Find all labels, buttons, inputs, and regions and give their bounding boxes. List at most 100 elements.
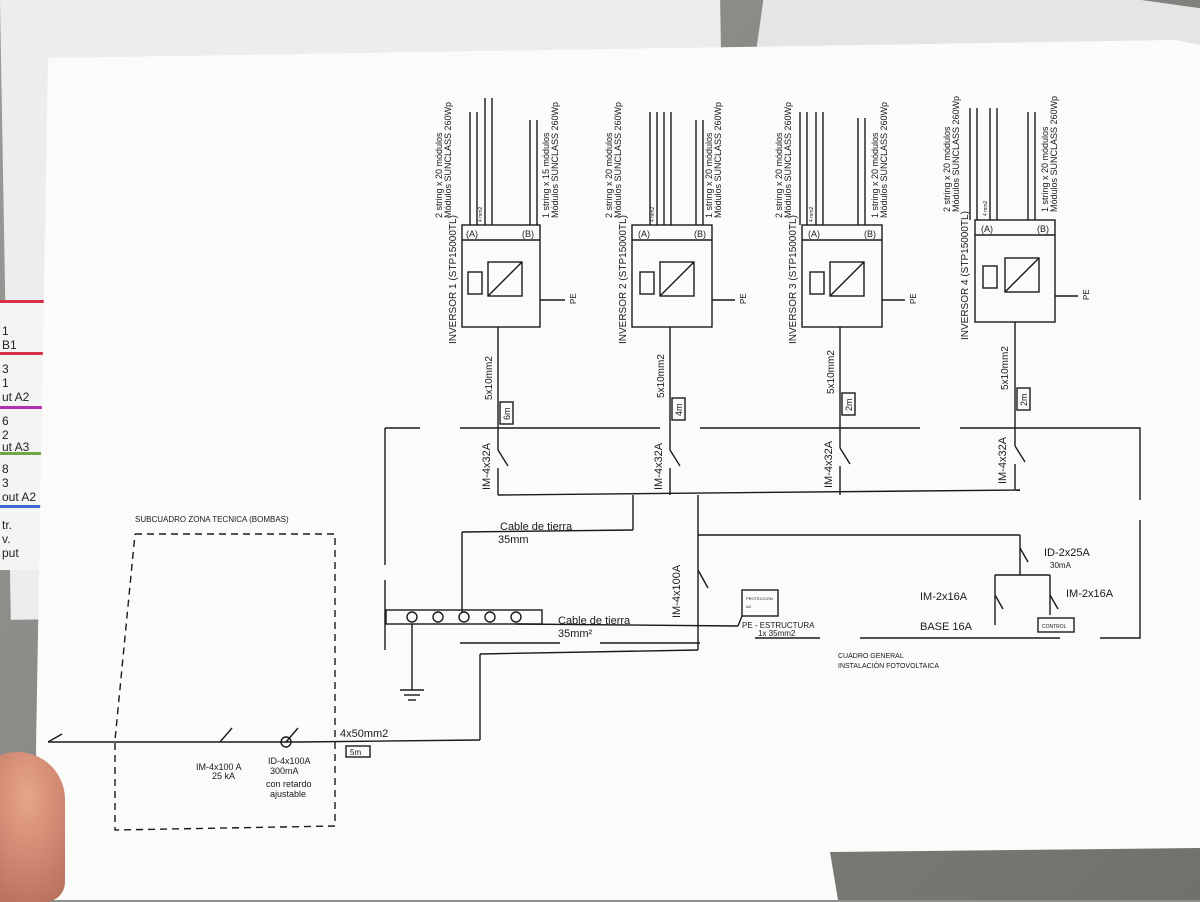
- edge-cell: ut A2: [2, 390, 30, 404]
- breaker-inverter-4: [1014, 425, 1026, 490]
- aux-breaker-right-label: IM-2x16A: [1066, 588, 1114, 600]
- inverter-1-cable: 5x10mm2: [484, 356, 495, 400]
- edge-rule-green: [0, 452, 44, 455]
- inverter-1-modules-b: Módulos SUNCLASS 260Wp: [550, 102, 560, 218]
- subcuadro-breaker-2: [285, 727, 299, 743]
- inverter-2-modules-a: Módulos SUNCLASS 260Wp: [613, 102, 623, 218]
- string-cable-label: 4 mm2: [983, 201, 989, 217]
- cable-tierra-upper: Cable de tierra: [500, 521, 573, 533]
- cable-tierra-lower-size: 35mm²: [558, 628, 593, 640]
- edge-table: 1 B1 3 1 ut A2 6 2 ut A3 8 3 out A2 tr. …: [0, 300, 44, 570]
- edge-cell: tr.: [2, 518, 13, 532]
- pe-label: PE: [909, 293, 918, 304]
- length-tag: [1016, 387, 1031, 411]
- inverter-3-strings-a: 2 string x 20 módulos: [774, 132, 784, 218]
- earth-bar: [385, 609, 543, 625]
- inverter-2-breaker: IM-4x32A: [653, 442, 665, 490]
- edge-cell: 1: [2, 376, 9, 390]
- inverter-1-modules-a: Módulos SUNCLASS 260Wp: [443, 102, 453, 218]
- string-cable-label: 4 mm2: [650, 207, 656, 223]
- protection-box-label-2: AC: [746, 604, 752, 609]
- inverter-symbol: [1004, 257, 1040, 293]
- inverter-3-length: 2m: [844, 398, 854, 411]
- inverter-2: [631, 112, 735, 425]
- inverter-3-modules-b: Módulos SUNCLASS 260Wp: [879, 102, 889, 218]
- feed-cable-label: 4x50mm2: [340, 728, 388, 740]
- inverter-3-breaker: IM-4x32A: [823, 440, 835, 488]
- inverter-4-modules-b: Módulos SUNCLASS 260Wp: [1049, 96, 1059, 212]
- control-box: [1037, 617, 1075, 633]
- edge-rule-red: [0, 352, 44, 355]
- edge-cell: 6: [2, 414, 9, 428]
- subcuadro-breaker-2-sens: 300mA: [270, 766, 299, 776]
- inverter-2-modules-b: Módulos SUNCLASS 260Wp: [713, 102, 723, 218]
- inverter-3-modules-a: Módulos SUNCLASS 260Wp: [783, 102, 793, 218]
- breaker-inverter-2: [669, 425, 681, 495]
- subcuadro-breaker-2-note-1: con retardo: [266, 779, 312, 789]
- inverter-4-label: INVERSOR 4 (STP15000TL): [960, 211, 971, 340]
- subcuadro-breaker-1: [219, 727, 233, 743]
- port-a-label: (A): [981, 224, 993, 234]
- subcuadro-title: SUBCUADRO ZONA TECNICA (BOMBAS): [135, 515, 289, 524]
- inverter-symbol: [487, 261, 523, 297]
- pe-label: PE: [739, 293, 748, 304]
- feed-length-label: 5m: [350, 748, 361, 757]
- port-b-label: (B): [522, 229, 534, 239]
- inverter-box: [631, 224, 713, 328]
- edge-cell: v.: [2, 532, 11, 546]
- pe-estructura-label: PE - ESTRUCTURA: [742, 621, 815, 630]
- inverter-symbol: [659, 261, 695, 297]
- paper-sheet: [36, 40, 1200, 900]
- cuadro-general-title: CUADRO GENERAL: [838, 653, 904, 660]
- subcuadro-breaker-1-rating: 25 kA: [212, 771, 235, 781]
- cable-tierra-upper-size: 35mm: [498, 534, 529, 546]
- inverter-1: [461, 98, 565, 425]
- port-a-label: (A): [808, 229, 820, 239]
- port-a-label: (A): [466, 229, 478, 239]
- port-b-label: (B): [694, 229, 706, 239]
- length-tag: [841, 392, 856, 416]
- inverter-box: [461, 224, 541, 328]
- inverter-4: [969, 108, 1078, 425]
- inverter-box: [801, 224, 883, 328]
- edge-cell: ut A3: [2, 440, 30, 454]
- inverter-3-strings-b: 1 string x 20 módulos: [870, 132, 880, 218]
- string-cable-label: 4 mm2: [809, 207, 815, 223]
- length-tag: [671, 397, 686, 421]
- main-breaker: [697, 569, 709, 589]
- inverter-4-cable: 5x10mm2: [1000, 346, 1011, 390]
- inverter-4-strings-b: 1 string x 20 módulos: [1040, 126, 1050, 212]
- inverter-1-label: INVERSOR 1 (STP15000TL): [448, 215, 459, 344]
- port-b-label: (B): [864, 229, 876, 239]
- inverter-1-strings-a: 2 string x 20 módulos: [434, 132, 444, 218]
- subcuadro-frame: [114, 533, 336, 831]
- edge-cell: 3: [2, 476, 9, 490]
- inverter-2-strings-a: 2 string x 20 módulos: [604, 132, 614, 218]
- edge-rule-blue: [0, 505, 44, 508]
- edge-cell: 3: [2, 362, 9, 376]
- edge-cell: put: [2, 546, 19, 560]
- inverter-3-cable: 5x10mm2: [826, 350, 837, 394]
- feed-to-subcuadro: [479, 649, 699, 655]
- pe-estructura-cable: 1x 35mm2: [758, 629, 796, 638]
- cable-tierra-lower: Cable de tierra: [558, 615, 631, 627]
- id-breaker-label: ID-2x25A: [1044, 547, 1091, 559]
- pe-label: PE: [1082, 289, 1091, 300]
- edge-cell: out A2: [2, 490, 37, 504]
- inverter-2-cable: 5x10mm2: [656, 354, 667, 398]
- inverter-2-label: INVERSOR 2 (STP15000TL): [618, 215, 629, 344]
- cuadro-general-subtitle: INSTALACIÓN FOTOVOLTAICA: [838, 661, 939, 670]
- inverter-3-label: INVERSOR 3 (STP15000TL): [788, 215, 799, 344]
- inverter-2-length: 4m: [674, 403, 684, 416]
- cuadro-general-frame: [384, 427, 1141, 650]
- breaker-inverter-3: [839, 425, 851, 495]
- length-tag: [499, 401, 514, 425]
- inverter-1-length: 6m: [502, 407, 512, 420]
- inverter-4-breaker: IM-4x32A: [997, 436, 1009, 484]
- id-breaker-sensitivity: 30mA: [1050, 561, 1072, 570]
- base-16a-label: BASE 16A: [920, 621, 973, 633]
- protection-box: [741, 589, 779, 617]
- ac-busbar: [497, 489, 1021, 496]
- aux-breaker-left-label: IM-2x16A: [920, 591, 968, 603]
